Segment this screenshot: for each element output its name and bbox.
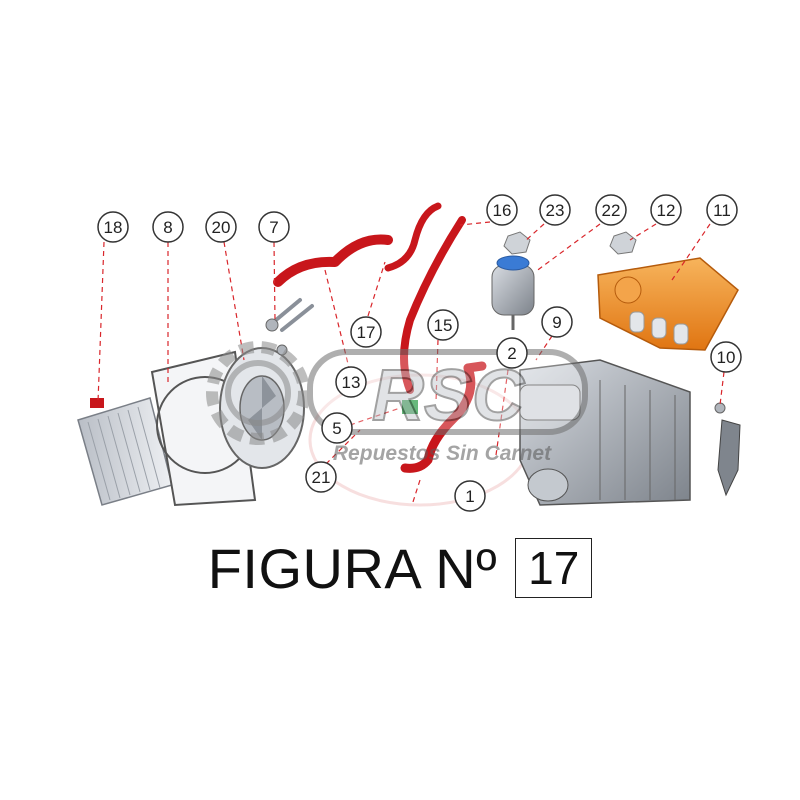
callout-5: 5: [321, 412, 353, 444]
cap-part: [609, 231, 637, 255]
callout-7: 7: [258, 211, 290, 243]
callout-23: 23: [539, 194, 571, 226]
callout-label: 2: [507, 344, 516, 363]
callout-label: 22: [602, 201, 621, 220]
callout-label: 10: [717, 348, 736, 367]
rsc-watermark: RSC Repuestos Sin Carnet: [206, 341, 588, 465]
callout-9: 9: [541, 306, 573, 338]
bracket-part: [714, 402, 741, 497]
callout-circle: [97, 211, 129, 243]
callout-label: 9: [552, 313, 561, 332]
callout-circle: [305, 461, 337, 493]
callout-label: 17: [357, 323, 376, 342]
callout-2: 2: [496, 337, 528, 369]
callout-10: 10: [710, 341, 742, 373]
callout-circle: [205, 211, 237, 243]
caption-label: FIGURA Nº: [207, 536, 498, 600]
radiator-part: [77, 397, 173, 506]
callout-21: 21: [305, 461, 337, 493]
coolant-hoses: [273, 202, 487, 473]
callout-15: 15: [427, 309, 459, 341]
callout-circle: [539, 194, 571, 226]
callout-16: 16: [486, 194, 518, 226]
callout-1: 1: [454, 480, 486, 512]
callout-label: 5: [332, 419, 341, 438]
callout-label: 23: [546, 201, 565, 220]
callout-11: 11: [706, 194, 738, 226]
callout-label: 16: [493, 201, 512, 220]
callout-label: 21: [312, 468, 331, 487]
callout-20: 20: [205, 211, 237, 243]
callout-label: 13: [342, 373, 361, 392]
callout-circle: [152, 211, 184, 243]
callout-circle: [650, 194, 682, 226]
caption-number-box: 17: [515, 537, 593, 599]
callout-circle: [496, 337, 528, 369]
callout-circle: [427, 309, 459, 341]
callout-label: 15: [434, 316, 453, 335]
figure-caption: FIGURA Nº 17: [0, 528, 800, 608]
callout-22: 22: [595, 194, 627, 226]
callout-circle: [350, 316, 382, 348]
callout-17: 17: [350, 316, 382, 348]
coolant-reservoir-part: [491, 255, 535, 330]
leader-lines: [97, 221, 725, 506]
callout-circle: [706, 194, 738, 226]
callout-12: 12: [650, 194, 682, 226]
callout-13: 13: [335, 366, 367, 398]
callout-8: 8: [152, 211, 184, 243]
callout-label: 8: [163, 218, 172, 237]
callout-circle: [454, 480, 486, 512]
watermark-logo-text: RSC: [372, 356, 525, 436]
callout-label: 12: [657, 201, 676, 220]
callout-circle: [710, 341, 742, 373]
callout-circle: [541, 306, 573, 338]
callout-label: 11: [713, 201, 731, 220]
hose-connector: [402, 400, 418, 414]
callout-circle: [258, 211, 290, 243]
callout-label: 1: [465, 487, 474, 506]
callout-18: 18: [97, 211, 129, 243]
callout-group: 18 8 20 7 17 16 23 22 12 11 15 9 2 13 5 21 10 1: [97, 194, 742, 512]
callout-circle: [321, 412, 353, 444]
engine-block-part: [519, 359, 691, 506]
callout-circle: [486, 194, 518, 226]
engine-cover-part: [597, 257, 739, 351]
callout-label: 18: [104, 218, 123, 237]
callout-label: 20: [212, 218, 231, 237]
gear-icon: [206, 341, 310, 445]
callout-circle: [335, 366, 367, 398]
callout-circle: [595, 194, 627, 226]
watermark-tagline: Repuestos Sin Carnet: [333, 442, 552, 465]
reservoir-cap-part: [503, 231, 531, 255]
callout-label: 7: [269, 218, 278, 237]
